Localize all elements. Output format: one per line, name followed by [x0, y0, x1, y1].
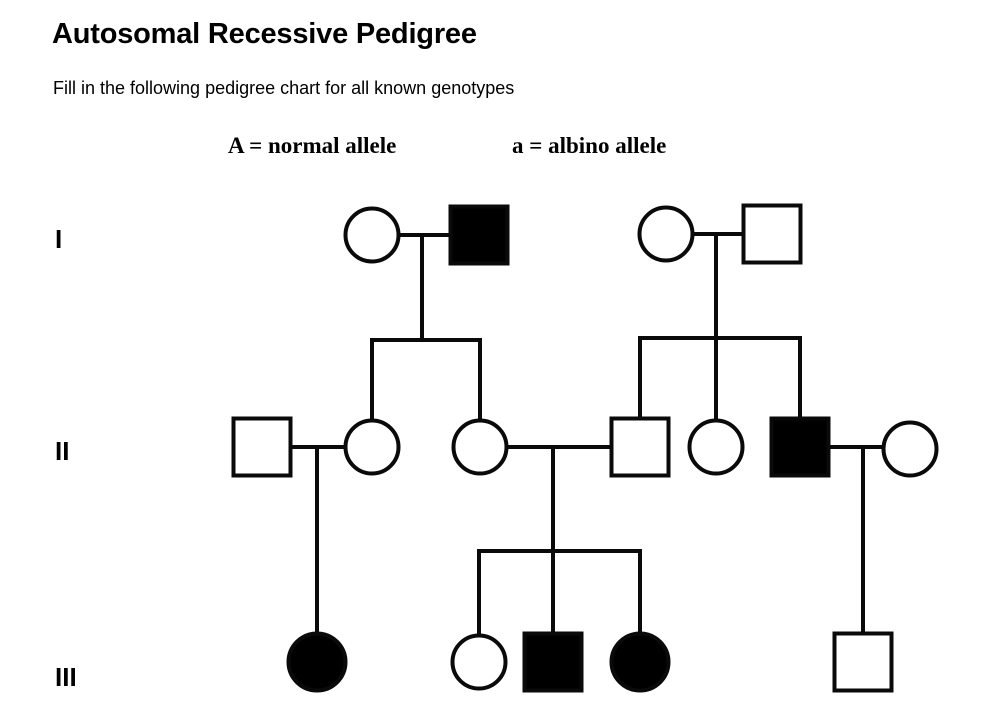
legend-affected-allele: a = albino allele: [512, 133, 667, 158]
legend-normal-allele: A = normal allele: [228, 133, 397, 158]
pedigree-symbol-ii-3-female-unaffected[interactable]: [451, 418, 509, 476]
pedigree-connectors: [288, 232, 884, 636]
generation-label-ii: II: [55, 436, 69, 466]
instruction-text: Fill in the following pedigree chart for…: [53, 78, 515, 98]
pedigree-symbol-i-3-female-unaffected[interactable]: [637, 205, 695, 263]
pedigree-symbol-ii-2-female-unaffected[interactable]: [343, 418, 401, 476]
pedigree-symbol-ii-5-female-unaffected[interactable]: [687, 418, 745, 476]
generation-label-i: I: [55, 224, 62, 254]
pedigree-symbol-i-2-male-affected[interactable]: [448, 204, 510, 266]
page-title: Autosomal Recessive Pedigree: [52, 18, 477, 50]
pedigree-symbol-iii-2-female-unaffected[interactable]: [450, 633, 508, 691]
pedigree-symbol-iii-3-male-affected[interactable]: [522, 631, 584, 693]
pedigree-symbol-ii-1-male-unaffected[interactable]: [231, 416, 293, 478]
pedigree-symbol-iii-1-female-affected[interactable]: [286, 631, 348, 693]
pedigree-symbol-i-4-male-unaffected[interactable]: [741, 203, 803, 265]
pedigree-symbol-iii-4-female-affected[interactable]: [609, 631, 671, 693]
pedigree-symbol-i-1-female-unaffected[interactable]: [343, 206, 401, 264]
pedigree-symbol-ii-4-male-unaffected[interactable]: [609, 416, 671, 478]
pedigree-symbol-ii-6-male-affected[interactable]: [769, 416, 831, 478]
pedigree-symbol-ii-7-female-unaffected[interactable]: [881, 420, 939, 478]
generation-label-iii: III: [55, 662, 77, 692]
pedigree-symbols: [231, 203, 939, 693]
pedigree-symbol-iii-5-male-unaffected[interactable]: [832, 631, 894, 693]
